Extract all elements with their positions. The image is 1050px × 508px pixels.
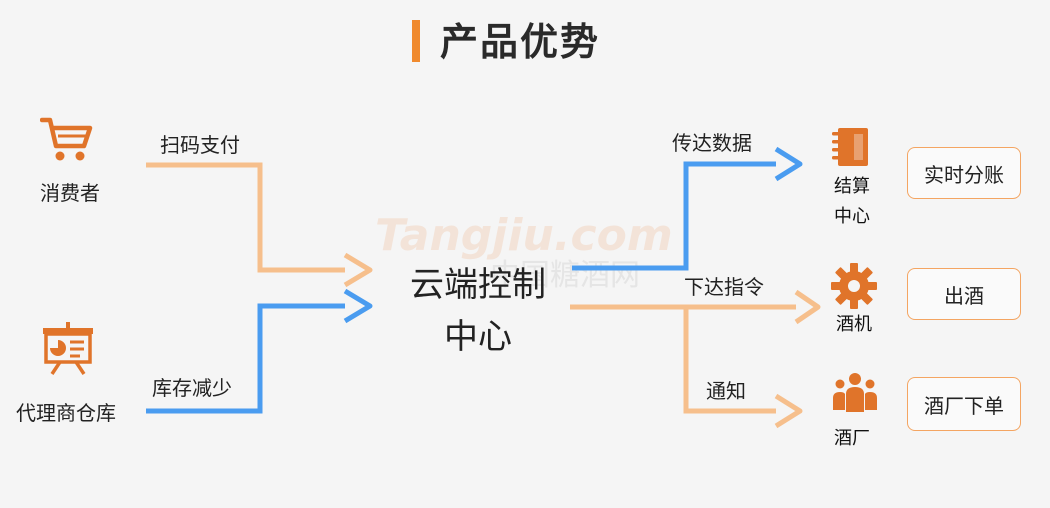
wire-transmit-data: [572, 161, 776, 271]
arrowhead-transmit-data: [774, 146, 803, 182]
center-line-2: 中心: [444, 317, 512, 357]
box-dispense: 出酒: [907, 268, 1021, 320]
page-title: 产品优势: [440, 20, 601, 64]
edge-label-stock-reduce: 库存减少: [152, 376, 232, 400]
arrowhead-stock-reduce: [343, 288, 373, 324]
edge-label-transmit-data: 传达数据: [672, 131, 752, 155]
edge-label-scan-pay: 扫码支付: [160, 133, 240, 157]
title-accent-bar: [412, 20, 420, 62]
shopping-cart-icon: [39, 116, 96, 166]
center-line-1: 云端控制: [410, 265, 546, 305]
arrowhead-scan-pay: [343, 252, 373, 288]
watermark-cn: 中国糖酒网: [490, 258, 640, 293]
node-wine-factory: 酒厂: [834, 428, 870, 449]
box-realtime-split: 实时分账: [907, 147, 1021, 199]
wire-stock-reduce: [146, 303, 345, 414]
node-consumer: 消费者: [40, 181, 100, 205]
edge-label-notify: 通知: [706, 379, 746, 403]
watermark-logo: Tangjiu.com: [375, 210, 673, 261]
wire-scan-pay: [146, 162, 345, 273]
center-cloud-control: 云端控制 中心: [388, 262, 568, 360]
settlement-line-1: 结算: [834, 176, 870, 197]
box-factory-order: 酒厂下单: [907, 377, 1021, 431]
people-group-icon: [830, 372, 880, 416]
gear-icon: [830, 262, 878, 314]
presentation-board-icon: [40, 322, 96, 380]
wire-notify: [683, 307, 776, 414]
node-wine-machine: 酒机: [836, 314, 872, 335]
node-agent-warehouse: 代理商仓库: [16, 401, 116, 425]
notebook-icon: [832, 126, 872, 172]
edge-label-send-cmd: 下达指令: [684, 275, 764, 299]
settlement-line-2: 中心: [834, 206, 870, 227]
arrowhead-notify: [774, 393, 803, 429]
node-settlement: 结算 中心: [826, 174, 878, 230]
arrowhead-send-cmd: [794, 289, 821, 325]
